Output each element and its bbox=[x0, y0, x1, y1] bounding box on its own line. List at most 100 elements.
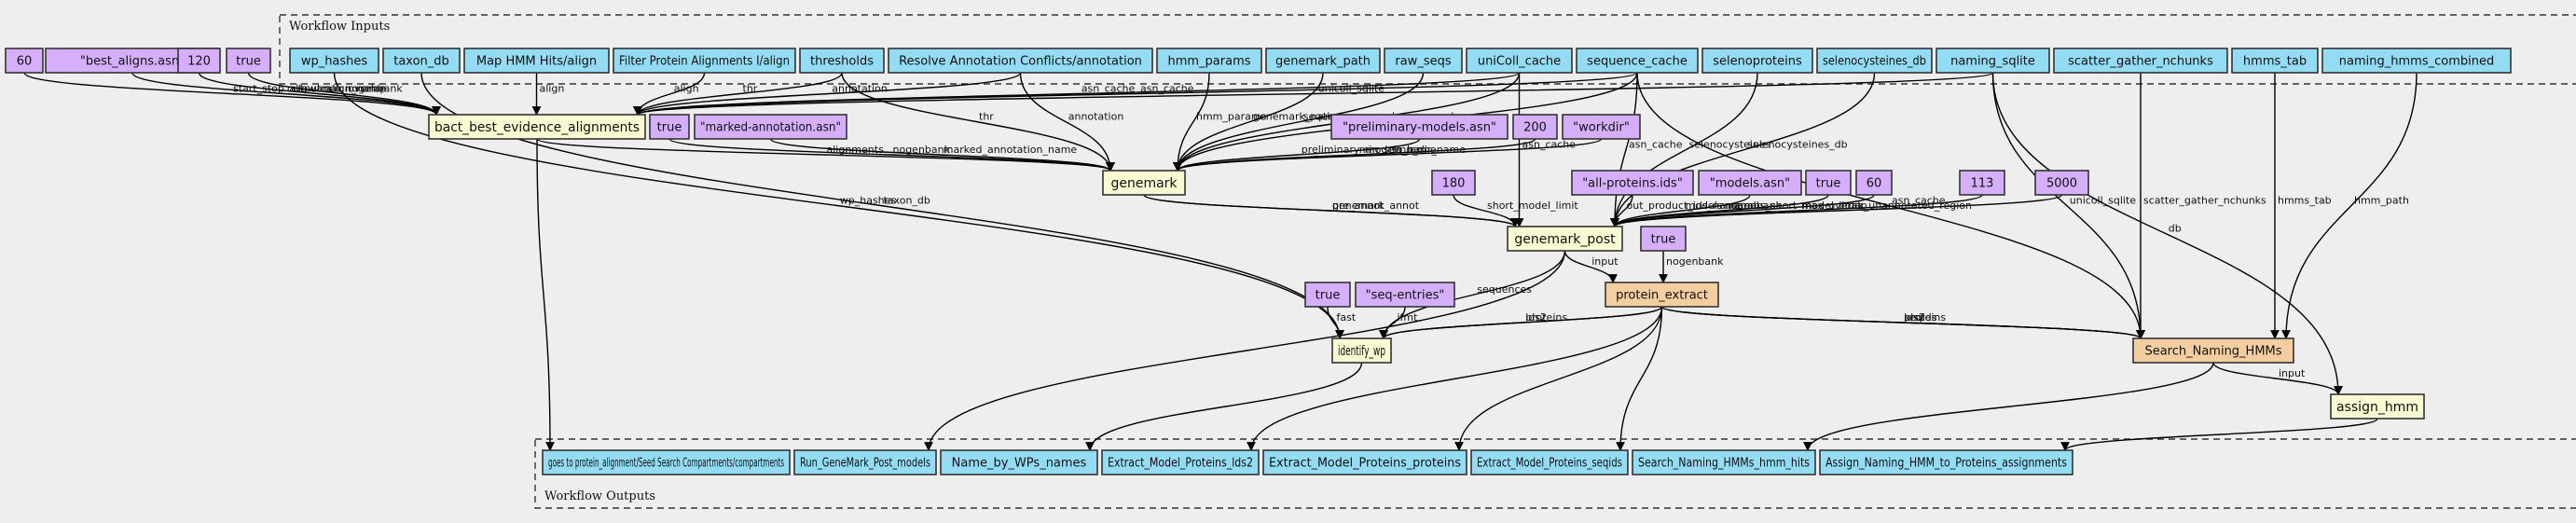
node-box[interactable] bbox=[2330, 393, 2425, 420]
node-box[interactable] bbox=[1102, 170, 1186, 196]
node-box[interactable] bbox=[1330, 114, 1508, 140]
node-box[interactable] bbox=[1640, 226, 1687, 252]
const-node-cseqentries[interactable]: "seq-entries" bbox=[1355, 282, 1455, 308]
const-node-c113[interactable]: 113 bbox=[1959, 170, 2005, 196]
node-box[interactable] bbox=[1701, 48, 1813, 74]
node-box[interactable] bbox=[1355, 282, 1455, 308]
output-node-o-seqids[interactable]: Extract_Model_Proteins_seqids bbox=[1470, 449, 1629, 475]
node-box[interactable] bbox=[1304, 282, 1351, 308]
const-node-cmodels[interactable]: "models.asn" bbox=[1698, 170, 1802, 196]
input-node-unicoll-cache[interactable]: uniColl_cache bbox=[1466, 48, 1573, 74]
node-box[interactable] bbox=[694, 114, 847, 140]
node-box[interactable] bbox=[5, 48, 44, 74]
node-box[interactable] bbox=[940, 449, 1098, 475]
subworkflow-node-protein-extract[interactable]: protein_extract bbox=[1605, 282, 1719, 308]
const-node-ctrue3[interactable]: true bbox=[1805, 170, 1852, 196]
step-node-genemark-post[interactable]: genemark_post bbox=[1507, 226, 1623, 252]
output-node-o-assign[interactable]: Assign_Naming_HMM_to_Proteins_assignment… bbox=[1819, 449, 2073, 475]
input-node-resolve[interactable]: Resolve Annotation Conflicts/annotation bbox=[888, 48, 1153, 74]
const-node-cprelim[interactable]: "preliminary-models.asn" bbox=[1330, 114, 1508, 140]
output-node-o-hits[interactable]: Search_Naming_HMMs_hmm_hits bbox=[1632, 449, 1816, 475]
node-box[interactable] bbox=[1262, 449, 1467, 475]
node-box[interactable] bbox=[1805, 170, 1852, 196]
node-box[interactable] bbox=[793, 449, 937, 475]
node-box[interactable] bbox=[542, 449, 791, 475]
node-box[interactable] bbox=[888, 48, 1153, 74]
node-box[interactable] bbox=[1855, 170, 1893, 196]
step-node-assign-hmm[interactable]: assign_hmm bbox=[2330, 393, 2425, 420]
const-node-callprot[interactable]: "all-proteins.ids" bbox=[1571, 170, 1694, 196]
node-box[interactable] bbox=[1819, 449, 2073, 475]
node-box[interactable] bbox=[1562, 114, 1641, 140]
node-box[interactable] bbox=[1512, 114, 1558, 140]
node-box[interactable] bbox=[1576, 48, 1699, 74]
const-node-ctrue2[interactable]: true bbox=[649, 114, 690, 140]
node-box[interactable] bbox=[289, 48, 379, 74]
const-node-ctrue4[interactable]: true bbox=[1640, 226, 1687, 252]
const-node-c5000[interactable]: 5000 bbox=[2034, 170, 2089, 196]
input-node-filterprot[interactable]: Filter Protein Alignments I/align bbox=[613, 48, 796, 74]
node-box[interactable] bbox=[226, 48, 271, 74]
input-node-raw-seqs[interactable]: raw_seqs bbox=[1384, 48, 1463, 74]
input-node-selenoproteins[interactable]: selenoproteins bbox=[1701, 48, 1813, 74]
input-node-selenocysteines-db[interactable]: selenocysteines_db bbox=[1816, 48, 1933, 74]
output-node-o-name[interactable]: Name_by_WPs_names bbox=[940, 449, 1098, 475]
step-node-bact[interactable]: bact_best_evidence_alignments bbox=[428, 114, 646, 140]
step-node-identify-wp[interactable]: identify_wp bbox=[1331, 337, 1392, 364]
output-node-o-prot[interactable]: Extract_Model_Proteins_proteins bbox=[1262, 449, 1467, 475]
input-node-genemark-path[interactable]: genemark_path bbox=[1265, 48, 1381, 74]
node-box[interactable] bbox=[1431, 170, 1476, 196]
node-box[interactable] bbox=[1331, 337, 1392, 364]
node-box[interactable] bbox=[1507, 226, 1623, 252]
input-node-maphmm[interactable]: Map HMM Hits/align bbox=[463, 48, 610, 74]
node-box[interactable] bbox=[428, 114, 646, 140]
node-box[interactable] bbox=[1605, 282, 1719, 308]
const-node-cworkdir[interactable]: "workdir" bbox=[1562, 114, 1641, 140]
node-box[interactable] bbox=[649, 114, 690, 140]
node-box[interactable] bbox=[177, 48, 221, 74]
const-node-c120[interactable]: 120 bbox=[177, 48, 221, 74]
input-node-naming-hmms-combined[interactable]: naming_hmms_combined bbox=[2321, 48, 2512, 74]
output-node-o-goes[interactable]: goes to protein_alignment/Seed Search Co… bbox=[542, 449, 791, 475]
node-box[interactable] bbox=[463, 48, 610, 74]
node-box[interactable] bbox=[1632, 449, 1816, 475]
step-node-genemark[interactable]: genemark bbox=[1102, 170, 1186, 196]
node-box[interactable] bbox=[1156, 48, 1262, 74]
const-node-c60b[interactable]: 60 bbox=[1855, 170, 1893, 196]
node-box[interactable] bbox=[2034, 170, 2089, 196]
subworkflow-node-search-hmms[interactable]: Search_Naming_HMMs bbox=[2132, 337, 2294, 364]
const-node-c60a[interactable]: 60 bbox=[5, 48, 44, 74]
input-node-naming-sqlite[interactable]: naming_sqlite bbox=[1935, 48, 2050, 74]
node-box[interactable] bbox=[2321, 48, 2512, 74]
input-node-taxon-db[interactable]: taxon_db bbox=[382, 48, 461, 74]
input-node-scatter[interactable]: scatter_gather_nchunks bbox=[2053, 48, 2228, 74]
node-box[interactable] bbox=[1470, 449, 1629, 475]
node-box[interactable] bbox=[613, 48, 796, 74]
input-node-thresholds[interactable]: thresholds bbox=[799, 48, 885, 74]
output-node-o-run[interactable]: Run_GeneMark_Post_models bbox=[793, 449, 937, 475]
input-node-hmm-params[interactable]: hmm_params bbox=[1156, 48, 1262, 74]
node-box[interactable] bbox=[2053, 48, 2228, 74]
node-box[interactable] bbox=[1816, 48, 1933, 74]
node-box[interactable] bbox=[382, 48, 461, 74]
node-box[interactable] bbox=[1959, 170, 2005, 196]
input-node-wp-hashes[interactable]: wp_hashes bbox=[289, 48, 379, 74]
output-node-o-lds2[interactable]: Extract_Model_Proteins_lds2 bbox=[1101, 449, 1260, 475]
node-box[interactable] bbox=[2231, 48, 2319, 74]
const-node-ctrue5[interactable]: true bbox=[1304, 282, 1351, 308]
node-box[interactable] bbox=[2132, 337, 2294, 364]
node-box[interactable] bbox=[1571, 170, 1694, 196]
const-node-c180[interactable]: 180 bbox=[1431, 170, 1476, 196]
node-box[interactable] bbox=[1384, 48, 1463, 74]
node-box[interactable] bbox=[1935, 48, 2050, 74]
node-box[interactable] bbox=[1698, 170, 1802, 196]
const-node-cmarked[interactable]: "marked-annotation.asn" bbox=[694, 114, 847, 140]
node-box[interactable] bbox=[1101, 449, 1260, 475]
node-box[interactable] bbox=[799, 48, 885, 74]
node-box[interactable] bbox=[1466, 48, 1573, 74]
input-node-hmms-tab[interactable]: hmms_tab bbox=[2231, 48, 2319, 74]
const-node-c200[interactable]: 200 bbox=[1512, 114, 1558, 140]
const-node-ctrue1[interactable]: true bbox=[226, 48, 271, 74]
node-box[interactable] bbox=[1265, 48, 1381, 74]
input-node-sequence-cache[interactable]: sequence_cache bbox=[1576, 48, 1699, 74]
